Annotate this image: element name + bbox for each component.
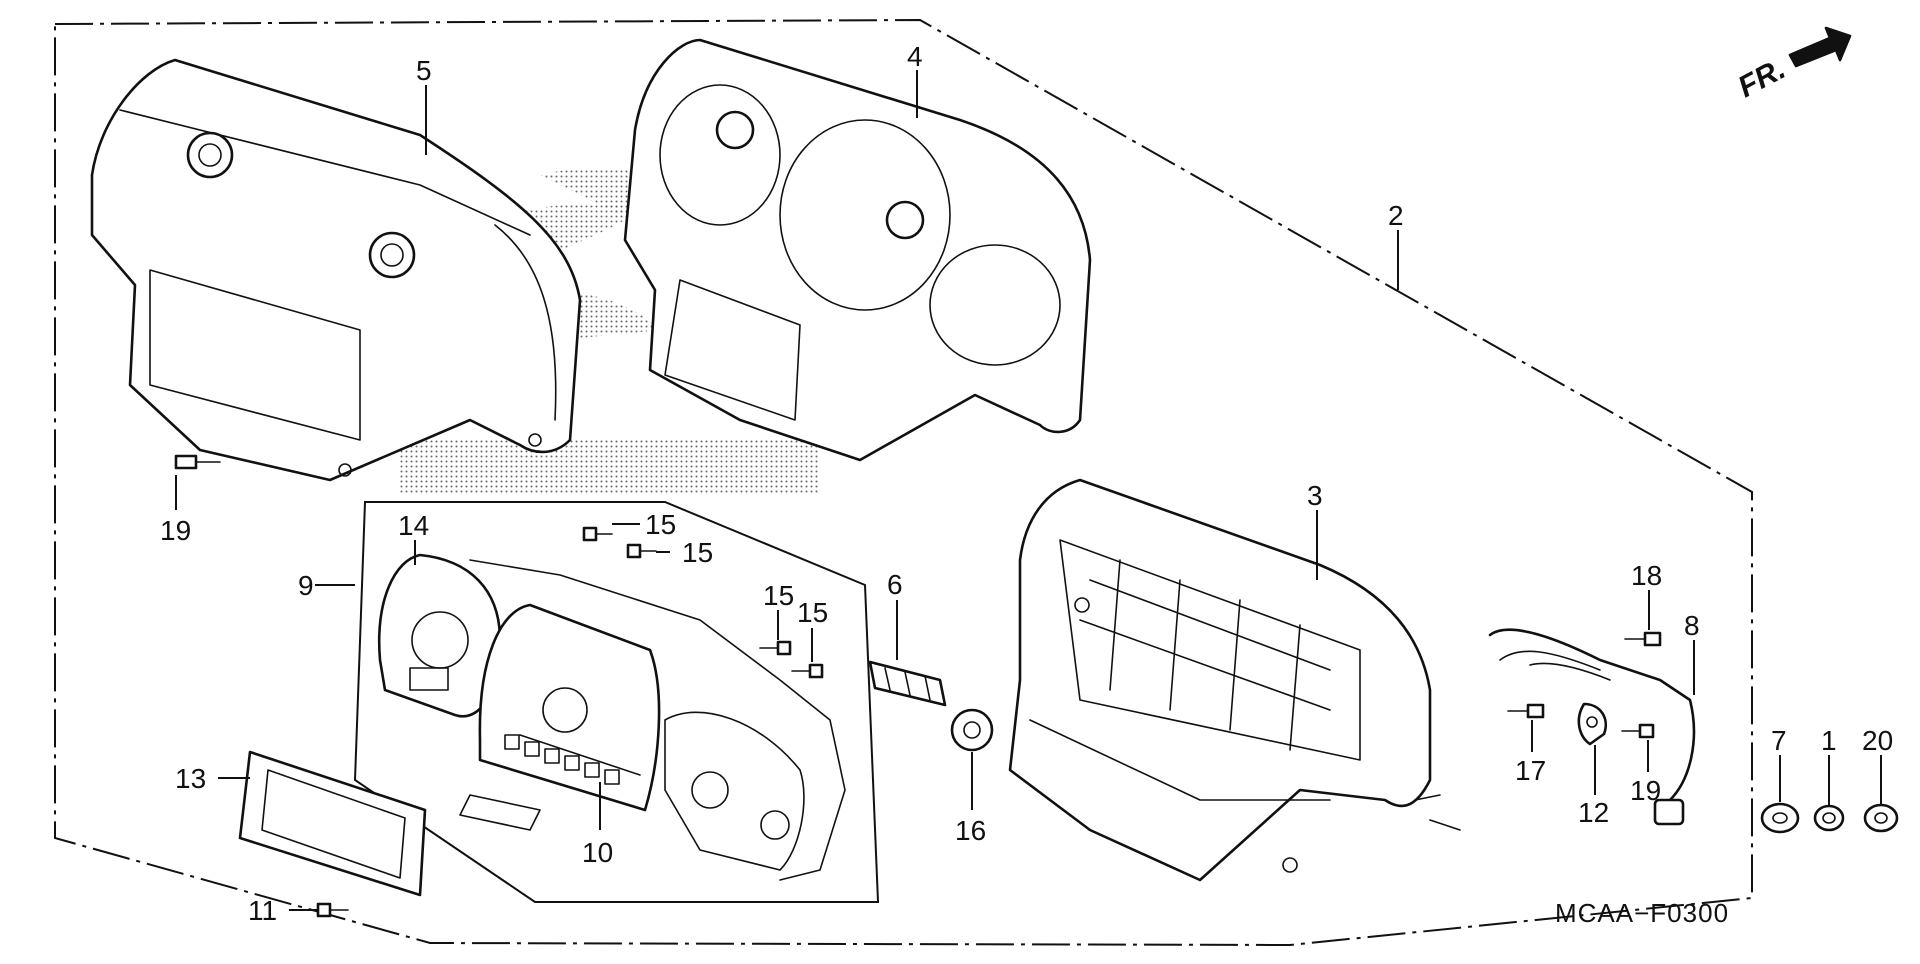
- diagram-code: MCAA−F0300: [1555, 898, 1729, 928]
- callout-19-right: 19: [1630, 775, 1661, 806]
- part-16-grommet: [950, 708, 994, 752]
- callout-16: 16: [955, 815, 986, 846]
- part-14-tachometer: [377, 553, 502, 718]
- callout-18: 18: [1631, 560, 1662, 591]
- part-3-meter-case: [1008, 478, 1461, 882]
- callout-labels: 5 4 2 3 19 14 9 15 15 15 15 6 13 11 10 1…: [160, 41, 1893, 926]
- assembly-outline: [54, 18, 1753, 947]
- callout-20: 20: [1862, 725, 1893, 756]
- callout-2: 2: [1388, 200, 1404, 231]
- part-9-group-box: [353, 501, 880, 903]
- callout-15-c: 15: [763, 580, 794, 611]
- callout-9: 9: [298, 570, 314, 601]
- callout-5: 5: [416, 55, 432, 86]
- callout-13: 13: [175, 763, 206, 794]
- callout-6: 6: [887, 569, 903, 600]
- callout-15-b: 15: [682, 537, 713, 568]
- callout-1: 1: [1821, 725, 1837, 756]
- part-4-meter-panel: [623, 38, 1092, 462]
- callout-15-d: 15: [797, 597, 828, 628]
- callout-8: 8: [1684, 610, 1700, 641]
- callout-19-top: 19: [160, 515, 191, 546]
- part-8-wire-harness: [1488, 628, 1696, 826]
- meter-unit-body: [469, 559, 846, 881]
- callout-3: 3: [1307, 480, 1323, 511]
- part-5-meter-cover: [90, 58, 582, 482]
- callout-17: 17: [1515, 755, 1546, 786]
- front-direction-label: FR.: [1733, 52, 1791, 104]
- callout-12: 12: [1578, 797, 1609, 828]
- callout-11: 11: [248, 895, 277, 926]
- callout-10: 10: [582, 837, 613, 868]
- hardware-parts: [174, 454, 1899, 918]
- callout-leaders: [175, 70, 1882, 911]
- part-10-speedometer: [459, 603, 661, 831]
- callout-4: 4: [907, 41, 923, 72]
- callout-15-a: 15: [645, 509, 676, 540]
- callout-7: 7: [1771, 725, 1787, 756]
- part-6-connector: [868, 660, 947, 707]
- part-13-lcd-display: [238, 750, 427, 897]
- front-direction-arrow: FR.: [1733, 26, 1852, 104]
- callout-14: 14: [398, 510, 429, 541]
